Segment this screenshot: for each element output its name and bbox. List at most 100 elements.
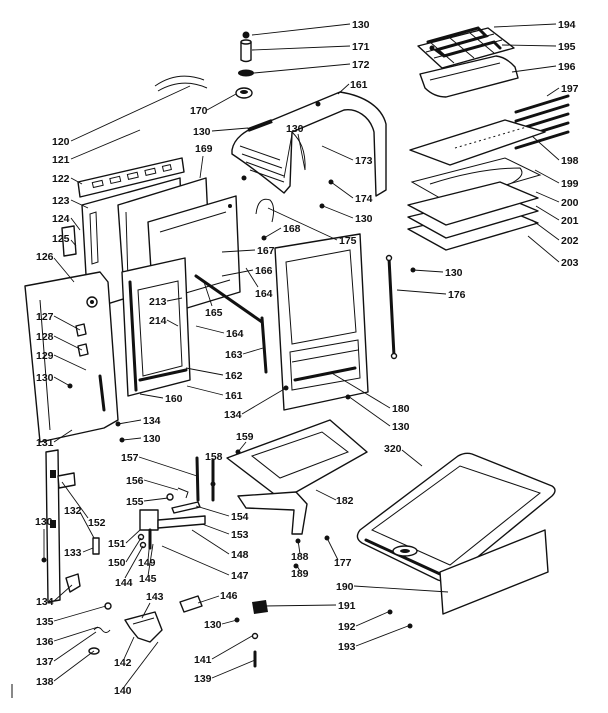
leader-line: [166, 297, 183, 302]
oven-top-panel: [409, 119, 546, 166]
leader-line: [396, 289, 447, 295]
leader-line: [211, 659, 256, 679]
leader-line: [531, 219, 560, 241]
callout-label: 136: [36, 636, 54, 648]
leader-line: [186, 385, 224, 396]
screw-part: [283, 385, 289, 391]
leader-line: [53, 354, 87, 371]
callout-label: 130: [36, 372, 54, 384]
callout-label: 156: [126, 475, 144, 487]
callout-label: 129: [36, 350, 54, 362]
leader-line: [531, 135, 560, 161]
callout-label: 161: [350, 79, 368, 91]
screw-part: [241, 175, 247, 181]
callout-label: 149: [138, 557, 156, 569]
callout-label: 214: [149, 315, 167, 327]
callout-label: 134: [143, 415, 161, 427]
callout-label: 173: [355, 155, 373, 167]
leader-line: [117, 419, 142, 425]
callout-label: 160: [165, 393, 183, 405]
callout-label: 171: [352, 41, 370, 53]
leader-line: [70, 129, 141, 160]
callout-label: 161: [225, 390, 243, 402]
callout-label: 125: [52, 233, 70, 245]
screw-part: [324, 535, 330, 541]
callout-label: 196: [558, 61, 576, 73]
leader-line: [412, 269, 444, 273]
callout-label: 172: [352, 59, 370, 71]
callout-label: 133: [64, 547, 82, 559]
side-panel: [24, 271, 119, 443]
callout-label: 131: [36, 437, 54, 449]
leader-line: [330, 181, 354, 199]
callout-label: 169: [195, 143, 213, 155]
callout-label: 150: [108, 557, 126, 569]
vertical-rod: [385, 254, 398, 360]
callout-label: 130: [193, 126, 211, 138]
callout-label: 203: [561, 257, 579, 269]
surface-element: [417, 26, 515, 69]
leader-line: [125, 529, 141, 544]
callout-label: 199: [561, 178, 579, 190]
screw-part: [328, 179, 334, 185]
callout-label: 130: [392, 421, 410, 433]
vertical-bracket-bar: [45, 449, 76, 603]
wire-bracket: [255, 198, 275, 223]
leader-line: [353, 585, 449, 593]
callout-label: 139: [194, 673, 212, 685]
leader-line: [253, 63, 351, 74]
callout-label: 213: [149, 296, 167, 308]
callout-label: 135: [36, 616, 54, 628]
drawer: [356, 452, 556, 582]
screw-part: [319, 203, 325, 209]
leader-line: [122, 437, 142, 441]
callout-label: 190: [336, 581, 354, 593]
callout-label: 130: [445, 267, 463, 279]
leader-line: [61, 481, 89, 519]
leader-line: [53, 376, 71, 387]
leader-line: [347, 395, 391, 427]
leader-line: [70, 199, 89, 209]
leader-line: [70, 217, 81, 231]
leader-line: [251, 23, 351, 36]
leader-line: [70, 177, 83, 185]
leader-line: [201, 523, 230, 535]
callout-label: 164: [255, 288, 273, 300]
callout-label: 194: [558, 19, 576, 31]
leader-line: [82, 547, 94, 553]
screw-part: [295, 538, 301, 544]
callout-label: 126: [36, 251, 54, 263]
knob-assembly: [235, 31, 254, 99]
callout-label: 148: [231, 549, 249, 561]
callout-label: 192: [338, 621, 356, 633]
callout-label: 143: [146, 591, 164, 603]
leader-line: [70, 85, 191, 142]
leader-line: [211, 635, 253, 660]
callout-label: 159: [236, 431, 254, 443]
leader-line: [337, 83, 350, 95]
callout-label: 163: [225, 349, 243, 361]
callout-label: 165: [205, 307, 223, 319]
leader-line: [53, 335, 83, 351]
leader-line: [511, 65, 557, 73]
top-cover: [231, 91, 387, 197]
leader-line: [535, 205, 560, 221]
screw-part: [115, 421, 121, 427]
screw-part: [410, 267, 416, 273]
callout-label: 166: [255, 265, 273, 277]
leader-line: [53, 650, 95, 682]
callout-label: 176: [448, 289, 466, 301]
heating-rod: [194, 274, 268, 374]
callout-label: 142: [114, 657, 132, 669]
screw-part: [235, 449, 241, 455]
callout-label: 144: [115, 577, 133, 589]
callout-label: 177: [334, 557, 352, 569]
leader-line: [211, 462, 214, 483]
callout-label: 193: [338, 641, 356, 653]
callout-label: 130: [35, 516, 53, 528]
screw-part: [345, 394, 351, 400]
broiler-pan: [226, 419, 368, 501]
callout-label: 146: [220, 590, 238, 602]
callout-label: 188: [291, 551, 309, 563]
